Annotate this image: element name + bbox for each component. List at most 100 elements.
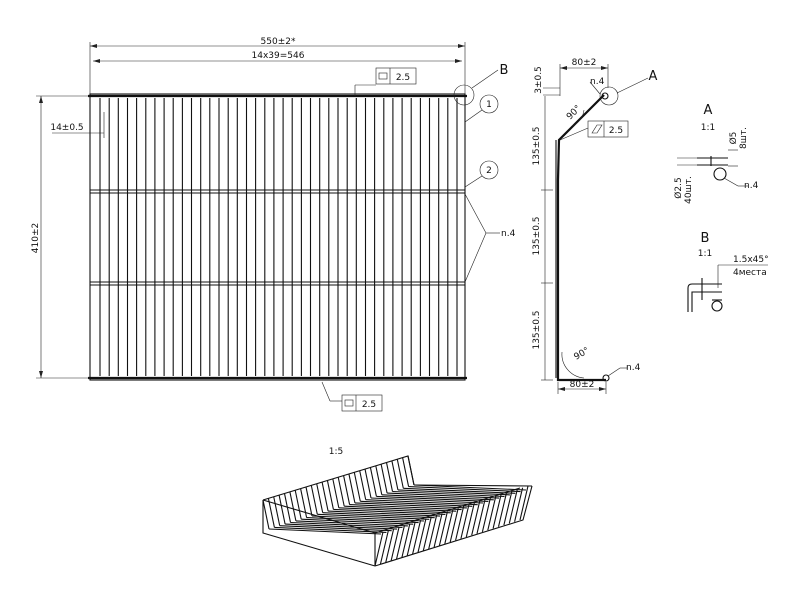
iso-rod: [360, 500, 473, 507]
side-angle-bottom: 90°: [573, 346, 592, 363]
iso-rod: [338, 507, 451, 514]
iso-rod: [364, 468, 372, 499]
iso-rod: [385, 528, 395, 563]
detail-b-label: B: [500, 63, 509, 78]
detail-b-shape: [687, 283, 722, 312]
iso-rod: [413, 484, 527, 491]
side-top-width: 80±2: [572, 58, 597, 68]
iso-rod: [422, 516, 432, 551]
detail-a-count-large: 40шт.: [684, 176, 694, 204]
iso-rod: [365, 499, 478, 506]
iso-rod: [353, 472, 361, 502]
iso-rod: [380, 463, 388, 494]
iso-rod: [310, 485, 318, 515]
side-note-top: n.4: [590, 77, 605, 87]
iso-rod: [395, 525, 406, 560]
detail-a-dia-large: Ø2.5: [673, 177, 684, 198]
iso-rod: [337, 477, 345, 507]
iso-rod: [305, 486, 313, 517]
detail-a-title: A: [704, 103, 713, 118]
iso-rod: [328, 510, 441, 517]
side-seg3: 135±0.5: [532, 310, 542, 349]
detail-b-view: B 1:1 1.5x45° 4места: [687, 231, 769, 312]
iso-rod: [374, 531, 384, 567]
iso-rod: [487, 496, 497, 531]
iso-rod: [273, 496, 281, 526]
iso-rod: [354, 502, 467, 509]
flatness-top: 2.5: [396, 73, 410, 83]
iso-rod: [471, 501, 481, 536]
iso-rod: [391, 460, 399, 491]
side-detail-a: A: [649, 69, 658, 84]
detail-a-scale: 1:1: [701, 123, 715, 133]
side-top-offset: 3±0.5: [534, 66, 544, 94]
iso-rod: [402, 457, 410, 487]
iso-rod: [508, 489, 518, 524]
pitch-dim: 14x39=546: [252, 51, 305, 61]
iso-rod: [481, 497, 491, 533]
iso-rod: [417, 518, 427, 553]
iso-rod: [348, 473, 356, 504]
offset-dim: 14±0.5: [50, 123, 83, 133]
iso-rod: [376, 495, 489, 502]
iso-rod: [406, 521, 416, 556]
iso-rod: [497, 492, 508, 527]
iso-rod: [438, 511, 448, 546]
iso-rod: [503, 490, 513, 526]
iso-rod: [387, 492, 500, 499]
iso-rod: [333, 508, 446, 515]
callout-1: [479, 94, 499, 114]
iso-rod: [317, 513, 430, 520]
iso-rod: [385, 462, 394, 492]
iso-rod: [514, 487, 524, 522]
iso-rod: [428, 514, 438, 550]
iso-rod: [460, 504, 470, 539]
iso-rod: [390, 526, 400, 562]
front-view: 550±2* 14x39=546 410±2 14±0.5 2.5 2.5: [31, 37, 516, 412]
iso-rod: [278, 494, 286, 525]
detail-a-note: n.4: [744, 181, 759, 191]
iso-rod: [381, 494, 494, 501]
iso-rod: [295, 520, 408, 527]
overall-width-dim: 550±2*: [261, 37, 296, 47]
iso-rod: [375, 465, 383, 495]
iso-rod: [267, 498, 275, 528]
detail-a-count-small: 8шт.: [739, 127, 749, 149]
iso-rod: [279, 525, 392, 532]
iso-rod: [359, 470, 367, 500]
flatness-frame-top: [375, 67, 417, 85]
iso-rod: [401, 523, 411, 558]
iso-wires: [262, 455, 529, 567]
side-view: 80±2 3±0.5 135±0.5 135±0.5 135±0.5 90° 9…: [532, 58, 658, 394]
iso-rod: [274, 526, 387, 533]
detail-a-view: A 1:1 Ø5 8шт. Ø2.5 40шт. n.4: [673, 103, 759, 204]
iso-rod: [397, 489, 510, 496]
side-flatness-frame: [587, 120, 629, 138]
side-bottom-width: 80±2: [570, 380, 595, 390]
iso-rod: [344, 505, 457, 512]
iso-rod: [316, 483, 324, 513]
detail-b-scale: 1:1: [698, 249, 712, 259]
callout-2: [479, 160, 499, 180]
iso-rod: [349, 504, 462, 511]
iso-rod: [322, 512, 435, 519]
svg-text:2: 2: [486, 166, 492, 176]
iso-rod: [449, 507, 459, 543]
iso-rod: [326, 480, 334, 510]
iso-rod: [412, 519, 422, 555]
detail-a-dia-small: Ø5: [728, 132, 739, 145]
iso-rod: [300, 488, 308, 518]
iso-rod: [262, 499, 270, 530]
n4-note-front: n.4: [501, 229, 516, 239]
iso-rod: [311, 515, 425, 522]
iso-rod: [396, 459, 404, 489]
iso-rod: [403, 487, 516, 494]
iso-rod: [408, 486, 521, 493]
iso-rod: [289, 491, 297, 522]
iso-rod: [492, 494, 502, 529]
height-dim: 410±2: [31, 223, 41, 253]
detail-b-count: 4места: [733, 268, 767, 278]
iso-rod: [519, 485, 529, 521]
side-flatness: 2.5: [609, 126, 623, 136]
iso-rod: [268, 528, 382, 535]
